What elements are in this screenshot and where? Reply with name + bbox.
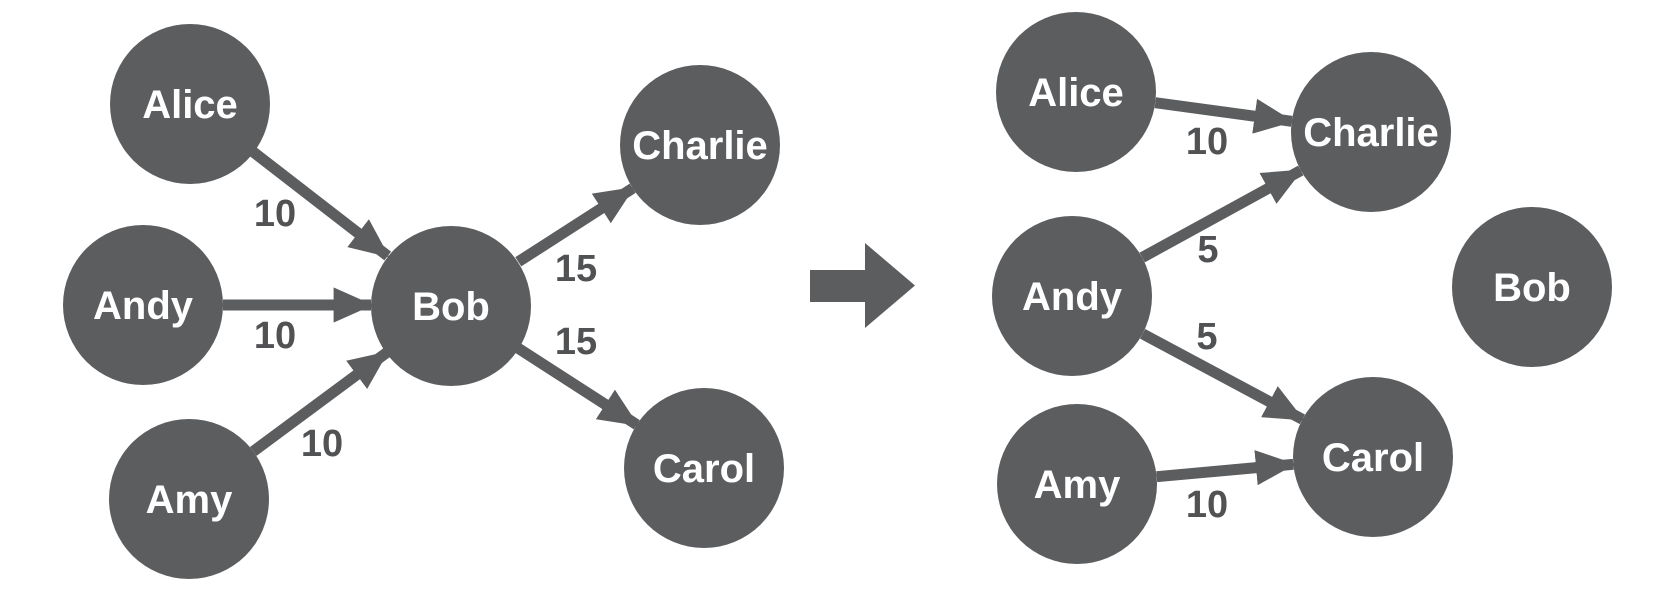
weight-andy-bob: 10 [254, 315, 296, 357]
node-bob-circle [371, 226, 531, 386]
after-edge-weights: 10 5 5 10 [1186, 121, 1228, 526]
node-charlie-label: Charlie [1303, 111, 1439, 155]
node-carol-label: Carol [1322, 436, 1424, 480]
edge-amy-carol [1156, 450, 1296, 486]
weight-alice-charlie: 10 [1186, 121, 1228, 163]
after-edges [1139, 97, 1305, 486]
node-andy-label: Andy [93, 284, 194, 328]
edge-amy-bob [250, 348, 390, 456]
weight-bob-charlie: 15 [555, 248, 597, 290]
node-charlie-circle [1291, 52, 1451, 212]
node-charlie-circle [620, 65, 780, 225]
node-charlie: Charlie [1291, 52, 1451, 212]
node-amy: Amy [109, 419, 269, 579]
node-carol-label: Carol [653, 447, 755, 491]
node-amy-circle [109, 419, 269, 579]
node-andy: Andy [63, 225, 223, 385]
weight-alice-bob: 10 [254, 193, 296, 235]
edge-andy-charlie [1139, 165, 1304, 263]
node-amy-label: Amy [1034, 463, 1121, 507]
node-andy-circle [992, 216, 1152, 376]
node-bob-circle [1452, 207, 1612, 367]
transition-right-arrow-icon [810, 243, 915, 328]
node-amy: Amy [997, 404, 1157, 564]
weight-andy-charlie: 5 [1197, 229, 1218, 271]
weight-andy-carol: 5 [1196, 316, 1217, 358]
node-bob: Bob [371, 226, 531, 386]
node-andy: Andy [992, 216, 1152, 376]
node-andy-label: Andy [1022, 275, 1123, 319]
edge-bob-carol [515, 343, 640, 430]
node-amy-circle [997, 404, 1157, 564]
edge-alice-bob [249, 147, 392, 261]
before-edge-weights: 10 10 10 15 15 [254, 193, 597, 465]
after-graph: Alice Andy Amy Bob Charlie [992, 12, 1612, 564]
before-graph: Alice Andy Amy Bob Charlie [63, 24, 784, 579]
weight-amy-carol: 10 [1186, 484, 1228, 526]
after-nodes: Alice Andy Amy Bob Charlie [992, 12, 1612, 564]
node-alice: Alice [996, 12, 1156, 172]
node-charlie-label: Charlie [632, 124, 768, 168]
before-edges [223, 147, 640, 456]
node-charlie: Charlie [620, 65, 780, 225]
node-alice: Alice [110, 24, 270, 184]
node-carol-circle [1293, 377, 1453, 537]
node-bob: Bob [1452, 207, 1612, 367]
edge-andy-carol [1140, 328, 1305, 425]
weight-bob-carol: 15 [555, 321, 597, 363]
node-alice-label: Alice [1028, 71, 1124, 115]
node-amy-label: Amy [146, 478, 233, 522]
node-carol-circle [624, 388, 784, 548]
node-alice-circle [996, 12, 1156, 172]
edge-alice-charlie [1154, 97, 1294, 134]
node-alice-circle [110, 24, 270, 184]
node-carol: Carol [624, 388, 784, 548]
before-nodes: Alice Andy Amy Bob Charlie [63, 24, 784, 579]
node-alice-label: Alice [142, 83, 238, 127]
edge-bob-charlie [515, 183, 636, 267]
weight-amy-bob: 10 [301, 423, 343, 465]
node-andy-circle [63, 225, 223, 385]
node-carol: Carol [1293, 377, 1453, 537]
node-bob-label: Bob [412, 285, 490, 329]
node-bob-label: Bob [1493, 266, 1571, 310]
